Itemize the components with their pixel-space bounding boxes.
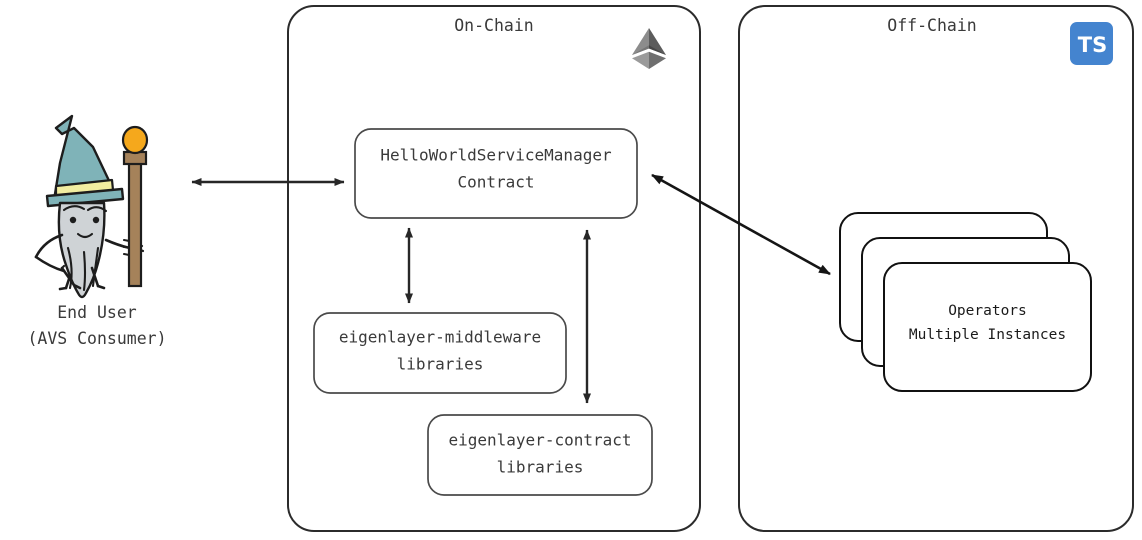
- node-contract-libraries[interactable]: eigenlayer-contract libraries: [427, 414, 653, 496]
- end-user-caption-line2: (AVS Consumer): [27, 329, 166, 348]
- on-chain-panel-label: On-Chain: [454, 16, 533, 35]
- wizard-forearm-left: [34, 255, 66, 273]
- wizard-foot-left: [58, 286, 68, 291]
- contract-libraries-label-line2: libraries: [497, 458, 584, 477]
- wizard-foot-right: [96, 284, 106, 290]
- wizard-brow-right: [86, 206, 108, 213]
- typescript-badge-label: TS: [1078, 33, 1107, 57]
- service-manager-label-line1: HelloWorldServiceManager: [380, 146, 612, 165]
- wizard-hat-brim: [45, 187, 125, 208]
- service-manager-label-line2: Contract: [457, 173, 534, 192]
- middleware-libraries-label-line1: eigenlayer-middleware: [339, 328, 541, 347]
- end-user-caption-line1: End User: [57, 303, 137, 322]
- service-manager-box[interactable]: [354, 128, 638, 219]
- contract-libraries-box[interactable]: [427, 414, 653, 496]
- contract-libraries-label-line1: eigenlayer-contract: [448, 431, 631, 450]
- operators-box-front[interactable]: [883, 262, 1092, 392]
- wizard-staff: [127, 158, 143, 288]
- wizard-beard-line-1: [66, 246, 73, 290]
- wizard-mouth: [76, 232, 94, 239]
- wizard-leg-left-top: [60, 266, 82, 290]
- wizard-staff-orb: [121, 125, 149, 155]
- middleware-libraries-label-line2: libraries: [397, 355, 484, 374]
- wizard-figure: [34, 114, 149, 299]
- wizard-brow-left: [62, 205, 86, 212]
- operators-label-line2: Multiple Instances: [909, 327, 1066, 343]
- node-operators-stack[interactable]: Operators Multiple Instances: [839, 212, 1092, 392]
- wizard-beard-line-3: [91, 246, 100, 288]
- wizard-leg-left: [64, 274, 72, 290]
- node-service-manager[interactable]: HelloWorldServiceManager Contract: [354, 128, 638, 219]
- wizard-beard-line-2: [82, 250, 87, 292]
- operators-label-line1: Operators: [948, 303, 1027, 319]
- typescript-badge-rect: [1070, 22, 1113, 65]
- wizard-eye-left: [69, 216, 77, 224]
- wizard-arm-left: [34, 233, 64, 259]
- wizard-leg-right: [90, 266, 100, 288]
- node-middleware-libraries[interactable]: eigenlayer-middleware libraries: [313, 312, 567, 394]
- off-chain-panel-label: Off-Chain: [887, 16, 976, 35]
- middleware-libraries-box[interactable]: [313, 312, 567, 394]
- ethereum-logo: [632, 28, 666, 69]
- panel-off-chain: Off-Chain TS: [738, 5, 1134, 532]
- arrow-contract-to-operators: [651, 173, 831, 276]
- typescript-logo: TS: [1070, 22, 1113, 65]
- wizard-hip: [60, 264, 66, 270]
- wizard-eye-right: [92, 216, 100, 224]
- wizard-hat: [53, 114, 114, 196]
